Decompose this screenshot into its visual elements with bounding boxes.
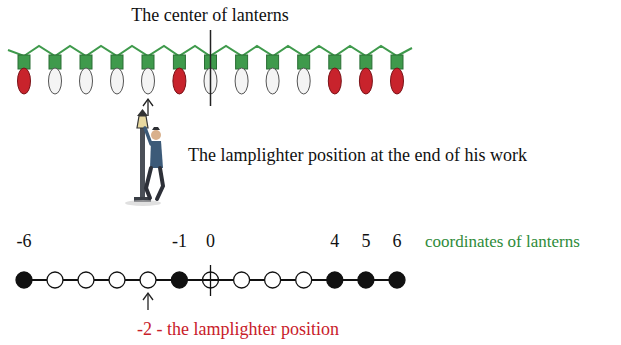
- open-point: [234, 272, 250, 288]
- filled-point: [171, 272, 187, 288]
- bulb: [173, 55, 186, 94]
- bulb: [142, 55, 155, 94]
- position-arrow: [143, 293, 153, 310]
- open-point: [140, 272, 156, 288]
- bulb: [266, 55, 279, 94]
- bulb: [359, 55, 372, 94]
- bulb: [328, 55, 341, 94]
- open-point: [47, 272, 63, 288]
- position-note: -2 - the lamplighter position: [137, 320, 339, 340]
- coordinate-number: 5: [361, 232, 370, 252]
- axis-note: coordinates of lanterns: [425, 233, 580, 252]
- filled-point: [358, 272, 374, 288]
- filled-point: [16, 272, 32, 288]
- open-point: [203, 272, 219, 288]
- open-point: [109, 272, 125, 288]
- open-point: [265, 272, 281, 288]
- bulb: [297, 55, 310, 94]
- lamplighter-caption: The lamplighter position at the end of h…: [188, 146, 527, 166]
- open-point: [78, 272, 94, 288]
- bulb: [111, 55, 124, 94]
- coordinate-number: -6: [17, 232, 32, 252]
- center-line: [210, 30, 212, 106]
- bulb: [80, 55, 93, 94]
- coordinate-number: 0: [206, 232, 215, 252]
- coordinate-number: 4: [330, 232, 339, 252]
- bulb: [49, 55, 62, 94]
- center-tick: [210, 265, 211, 296]
- lantern-points: [16, 272, 405, 288]
- center-caption: The center of lanterns: [131, 6, 288, 26]
- bulb: [391, 55, 404, 94]
- filled-point: [389, 272, 405, 288]
- open-point: [296, 272, 312, 288]
- coordinate-number: -1: [172, 232, 187, 252]
- coordinate-number: 6: [393, 232, 402, 252]
- filled-point: [327, 272, 343, 288]
- bulb: [18, 55, 31, 94]
- bulb: [235, 55, 248, 94]
- lamplighter-figure: [125, 109, 163, 206]
